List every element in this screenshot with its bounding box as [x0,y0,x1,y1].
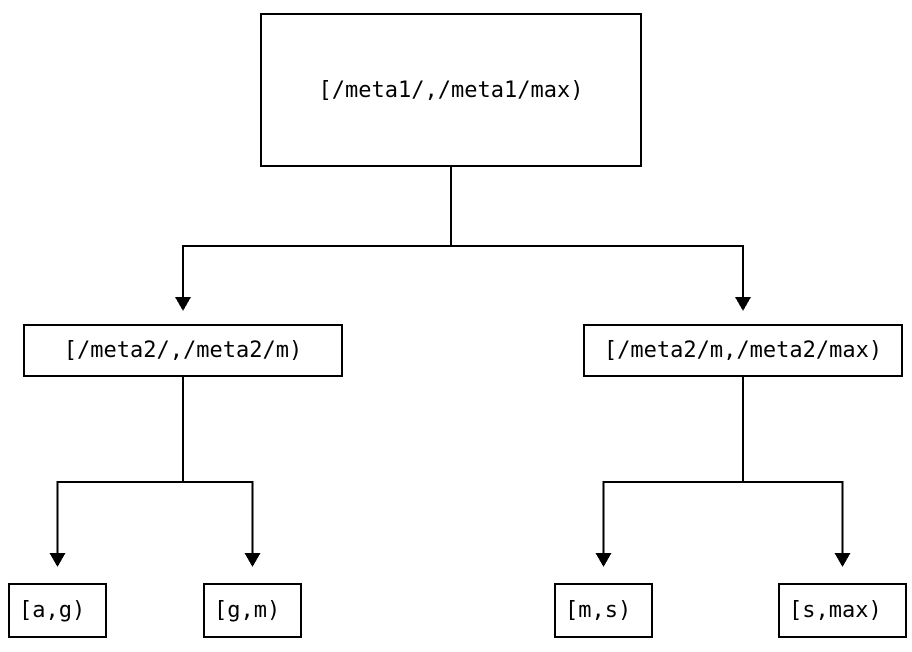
node-meta2-low: [/meta2/,/meta2/m) [23,324,343,377]
node-leaf-m-s: [m,s) [554,583,653,638]
edge-meta2low-to-children [49,377,261,567]
node-leaf-s-max-label: [s,max) [789,598,882,623]
node-meta2-low-label: [/meta2/,/meta2/m) [63,338,303,363]
node-leaf-a-g-label: [a,g) [19,598,86,623]
node-leaf-s-max: [s,max) [778,583,907,638]
node-leaf-g-m: [g,m) [203,583,302,638]
node-root-label: [/meta1/,/meta1/max) [318,77,584,103]
node-leaf-g-m-label: [g,m) [214,598,281,623]
edge-meta2high-to-children [595,377,851,567]
arrowhead-icon [49,553,66,567]
arrowhead-icon [244,553,261,567]
node-leaf-m-s-label: [m,s) [565,598,632,623]
arrowhead-icon [175,297,191,311]
node-meta2-high-label: [/meta2/m,/meta2/max) [603,338,883,363]
edge-root-to-children [175,167,751,311]
arrowhead-icon [735,297,751,311]
node-root: [/meta1/,/meta1/max) [260,13,642,167]
arrowhead-icon [834,553,851,567]
arrowhead-icon [595,553,612,567]
node-meta2-high: [/meta2/m,/meta2/max) [583,324,903,377]
node-leaf-a-g: [a,g) [8,583,107,638]
